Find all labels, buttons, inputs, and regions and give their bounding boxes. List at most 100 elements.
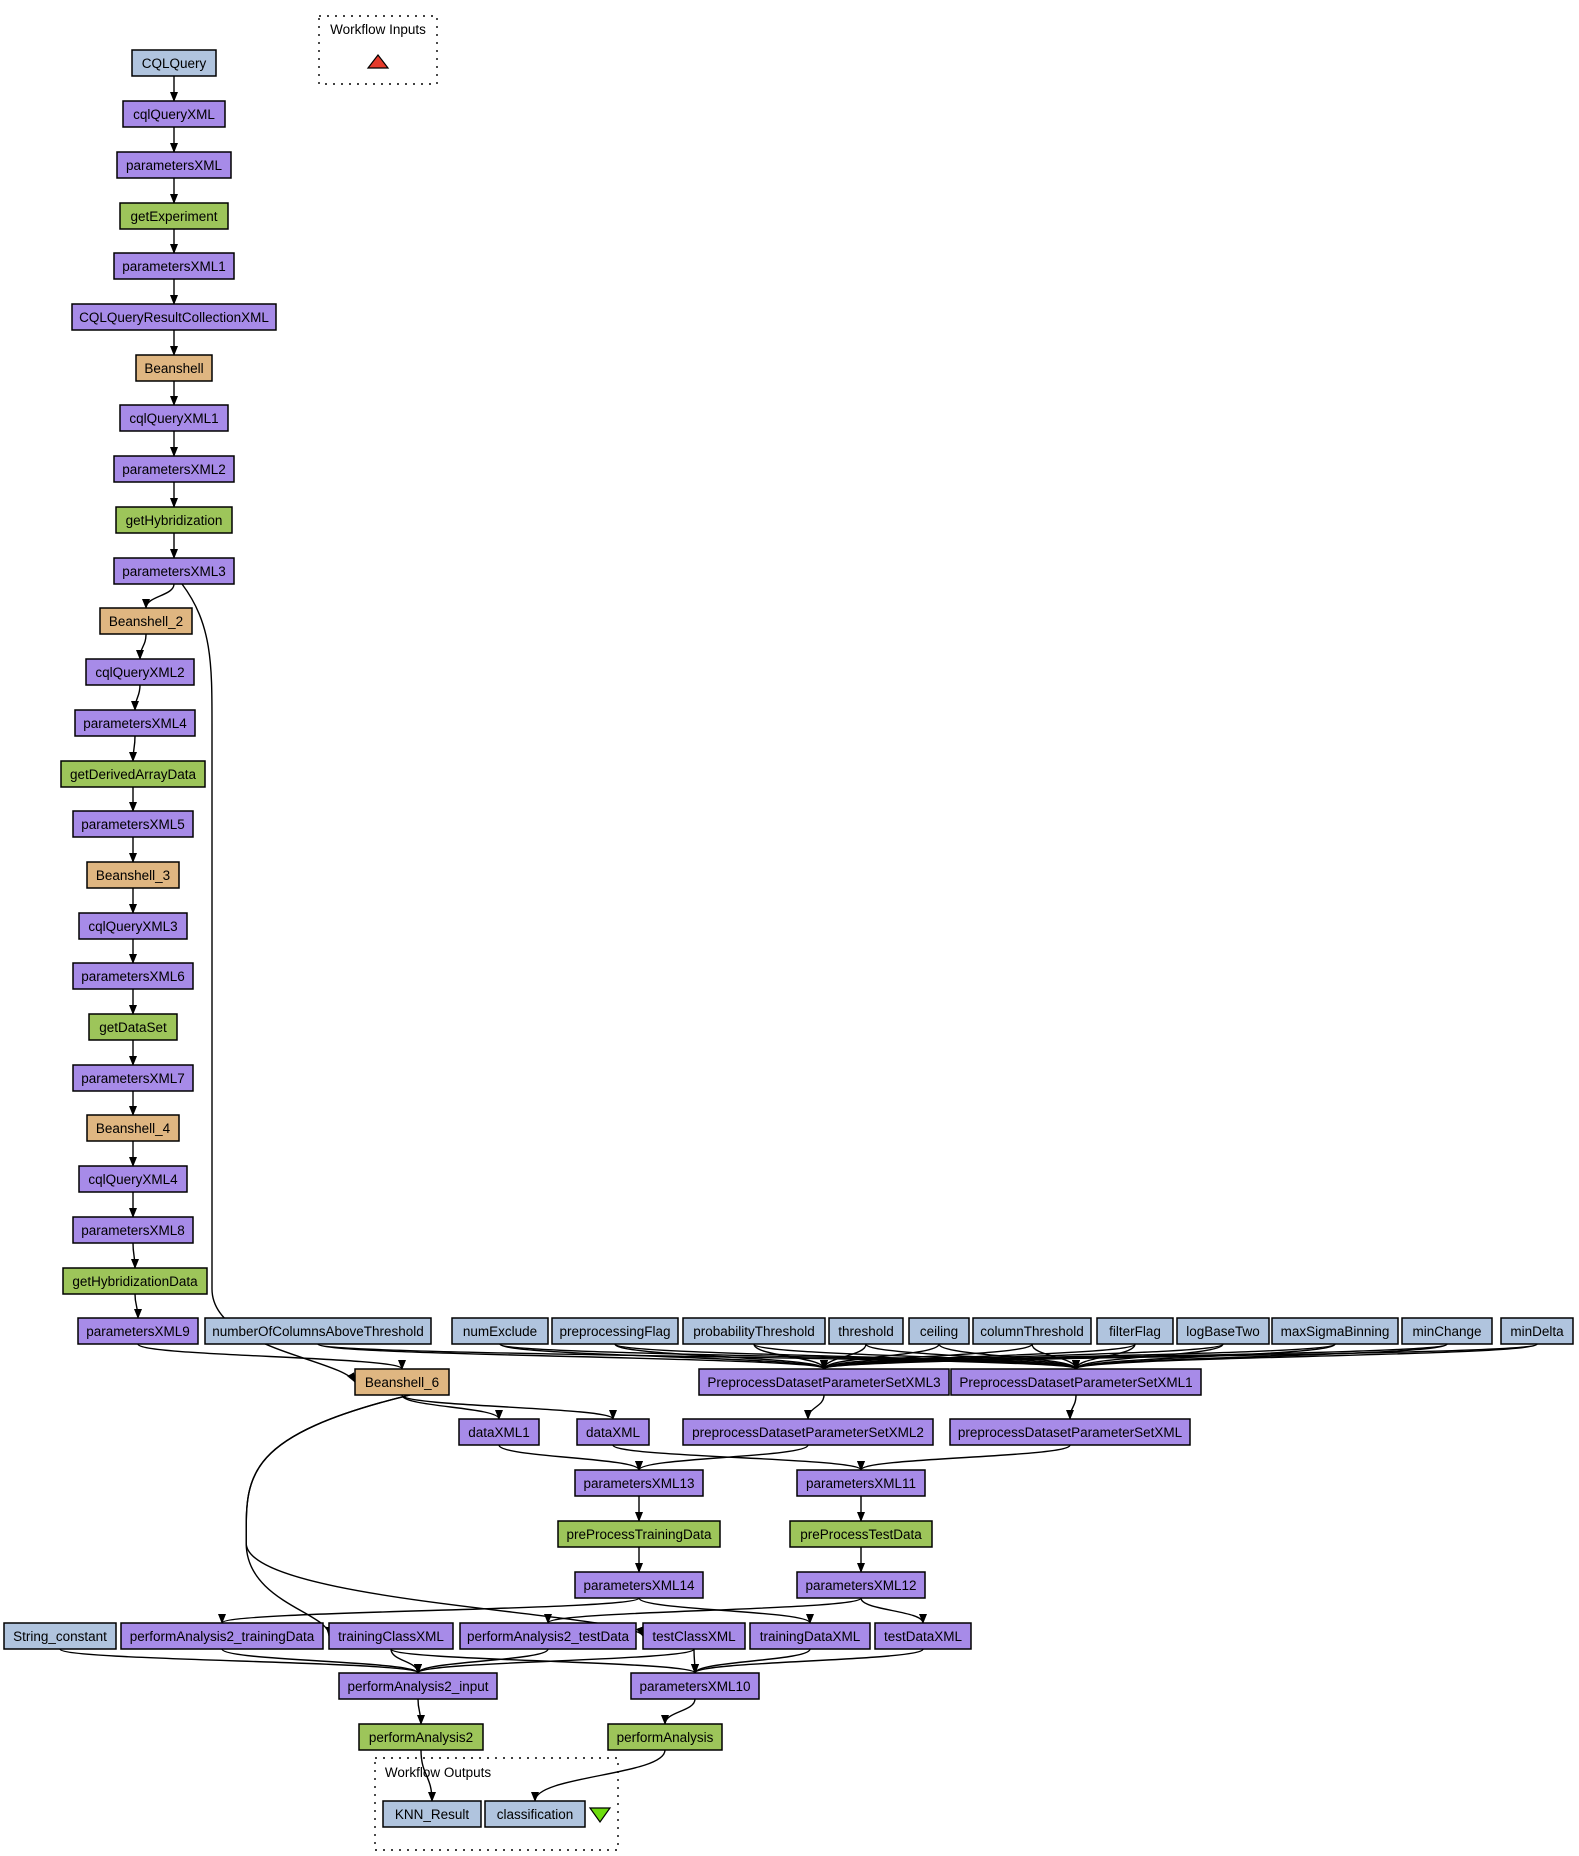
edge-perform-analysis2-input-to-perform-analysis2: [416, 1698, 425, 1725]
edge-parameters-xml4-to-get-derived-array-data: [129, 735, 138, 762]
node-training-class-xml[interactable]: trainingClassXML: [328, 1622, 454, 1650]
node-data-xml1[interactable]: dataXML1: [458, 1418, 540, 1446]
node-threshold[interactable]: threshold: [828, 1317, 904, 1345]
node-training-data-xml[interactable]: trainingDataXML: [749, 1622, 871, 1650]
node-probability-threshold[interactable]: probabilityThreshold: [682, 1317, 826, 1345]
node-box: [62, 1267, 208, 1295]
node-test-data-xml[interactable]: testDataXML: [874, 1622, 972, 1650]
node-preprocess-dataset-parameter-set-xml1[interactable]: PreprocessDatasetParameterSetXML1: [950, 1368, 1202, 1396]
node-label: Beanshell_6: [365, 1375, 439, 1390]
node-knn-result[interactable]: KNN_Result: [382, 1800, 482, 1828]
node-label: cqlQueryXML2: [95, 665, 184, 680]
node-parameters-xml[interactable]: parametersXML: [116, 151, 232, 179]
node-cql-query-xml[interactable]: cqlQueryXML: [122, 100, 226, 128]
node-get-hybridization-data[interactable]: getHybridizationData: [62, 1267, 208, 1295]
edge-parameters-xml14-to-perform-analysis2-training-data: [218, 1597, 640, 1624]
node-parameters-xml4[interactable]: parametersXML4: [74, 709, 196, 737]
node-cql-query-xml4[interactable]: cqlQueryXML4: [78, 1165, 188, 1193]
node-label: parametersXML4: [83, 716, 187, 731]
node-box: [551, 1317, 679, 1345]
node-preprocess-dataset-parameter-set-xml2[interactable]: preprocessDatasetParameterSetXML2: [682, 1418, 934, 1446]
node-parameters-xml7[interactable]: parametersXML7: [72, 1064, 194, 1092]
node-box: [576, 1418, 650, 1446]
node-parameters-xml5[interactable]: parametersXML5: [72, 810, 194, 838]
node-min-change[interactable]: minChange: [1401, 1317, 1493, 1345]
node-label: parametersXML13: [583, 1476, 694, 1491]
node-box: [557, 1520, 721, 1548]
node-cql-query-xml3[interactable]: cqlQueryXML3: [78, 912, 188, 940]
node-label: maxSigmaBinning: [1281, 1324, 1390, 1339]
node-num-exclude[interactable]: numExclude: [451, 1317, 549, 1345]
node-label: dataXML: [586, 1425, 641, 1440]
node-parameters-xml8[interactable]: parametersXML8: [72, 1216, 194, 1244]
node-string-constant[interactable]: String_constant: [3, 1622, 117, 1650]
node-perform-analysis2-input[interactable]: performAnalysis2_input: [338, 1672, 498, 1700]
node-column-threshold[interactable]: columnThreshold: [972, 1317, 1092, 1345]
node-parameters-xml2[interactable]: parametersXML2: [113, 455, 235, 483]
node-cql-query-xml1[interactable]: cqlQueryXML1: [119, 404, 229, 432]
node-number-of-columns-above-threshold[interactable]: numberOfColumnsAboveThreshold: [204, 1317, 432, 1345]
node-parameters-xml14[interactable]: parametersXML14: [574, 1571, 704, 1599]
node-perform-analysis[interactable]: performAnalysis: [607, 1723, 723, 1751]
edge-beanshell-6-to-test-class-xml: [245, 1394, 644, 1637]
node-label: cqlQueryXML: [133, 107, 215, 122]
node-parameters-xml9[interactable]: parametersXML9: [77, 1317, 199, 1345]
node-parameters-xml12[interactable]: parametersXML12: [796, 1571, 926, 1599]
edge-training-data-xml-to-parameters-xml10: [691, 1648, 811, 1674]
node-get-derived-array-data[interactable]: getDerivedArrayData: [60, 760, 206, 788]
edge-column-threshold-to-preprocess-dataset-parameter-set-xml3: [820, 1343, 1033, 1370]
node-perform-analysis2[interactable]: performAnalysis2: [358, 1723, 484, 1751]
node-cql-query-xml2[interactable]: cqlQueryXML2: [85, 658, 195, 686]
node-parameters-xml13[interactable]: parametersXML13: [574, 1469, 704, 1497]
node-label: threshold: [838, 1324, 894, 1339]
node-max-sigma-binning[interactable]: maxSigmaBinning: [1271, 1317, 1399, 1345]
node-parameters-xml6[interactable]: parametersXML6: [72, 962, 194, 990]
node-preprocess-dataset-parameter-set-xml[interactable]: preprocessDatasetParameterSetXML: [949, 1418, 1191, 1446]
node-perform-analysis2-test-data[interactable]: performAnalysis2_testData: [459, 1622, 637, 1650]
node-label: parametersXML9: [86, 1324, 190, 1339]
node-cqlquery[interactable]: CQLQuery: [131, 49, 217, 77]
node-label: PreprocessDatasetParameterSetXML3: [707, 1375, 940, 1390]
node-pre-process-training-data[interactable]: preProcessTrainingData: [557, 1520, 721, 1548]
node-label: getHybridization: [126, 513, 223, 528]
node-test-class-xml[interactable]: testClassXML: [642, 1622, 746, 1650]
edge-preprocess-dataset-parameter-set-xml1-to-preprocess-dataset-parameter-set-xml: [1066, 1394, 1077, 1420]
node-box: [1271, 1317, 1399, 1345]
node-box: [749, 1622, 871, 1650]
node-log-base-two[interactable]: logBaseTwo: [1176, 1317, 1270, 1345]
node-preprocessing-flag[interactable]: preprocessingFlag: [551, 1317, 679, 1345]
node-perform-analysis2-training-data[interactable]: performAnalysis2_trainingData: [120, 1622, 324, 1650]
node-cqlquery-result-collection-xml[interactable]: CQLQueryResultCollectionXML: [71, 303, 277, 331]
node-data-xml[interactable]: dataXML: [576, 1418, 650, 1446]
node-parameters-xml3[interactable]: parametersXML3: [113, 557, 235, 585]
node-label: performAnalysis2_trainingData: [130, 1629, 315, 1644]
node-label: trainingClassXML: [338, 1629, 444, 1644]
node-parameters-xml1[interactable]: parametersXML1: [113, 252, 235, 280]
node-preprocess-dataset-parameter-set-xml3[interactable]: PreprocessDatasetParameterSetXML3: [698, 1368, 950, 1396]
node-label: parametersXML: [126, 158, 223, 173]
node-filter-flag[interactable]: filterFlag: [1096, 1317, 1174, 1345]
node-box: [72, 962, 194, 990]
edge-num-exclude-to-preprocess-dataset-parameter-set-xml3: [499, 1343, 828, 1370]
node-get-data-set[interactable]: getDataSet: [88, 1013, 178, 1041]
node-box: [86, 861, 180, 889]
edge-perform-analysis-to-classification: [531, 1749, 666, 1802]
node-box: [113, 455, 235, 483]
node-box: [828, 1317, 904, 1345]
node-min-delta[interactable]: minDelta: [1500, 1317, 1574, 1345]
node-label: preProcessTestData: [800, 1527, 922, 1542]
node-beanshell-4[interactable]: Beanshell_4: [86, 1114, 180, 1142]
node-classification[interactable]: classification: [484, 1800, 586, 1828]
node-get-hybridization[interactable]: getHybridization: [115, 506, 233, 534]
node-beanshell-3[interactable]: Beanshell_3: [86, 861, 180, 889]
edge-probability-threshold-to-preprocess-dataset-parameter-set-xml1: [753, 1343, 1080, 1370]
node-pre-process-test-data[interactable]: preProcessTestData: [789, 1520, 933, 1548]
node-ceiling[interactable]: ceiling: [908, 1317, 970, 1345]
node-box: [88, 1013, 178, 1041]
node-parameters-xml10[interactable]: parametersXML10: [630, 1672, 760, 1700]
node-beanshell-6[interactable]: Beanshell_6: [354, 1368, 450, 1396]
node-get-experiment[interactable]: getExperiment: [119, 202, 229, 230]
node-beanshell[interactable]: Beanshell: [135, 354, 213, 382]
node-beanshell-2[interactable]: Beanshell_2: [99, 607, 193, 635]
node-parameters-xml11[interactable]: parametersXML11: [796, 1469, 926, 1497]
